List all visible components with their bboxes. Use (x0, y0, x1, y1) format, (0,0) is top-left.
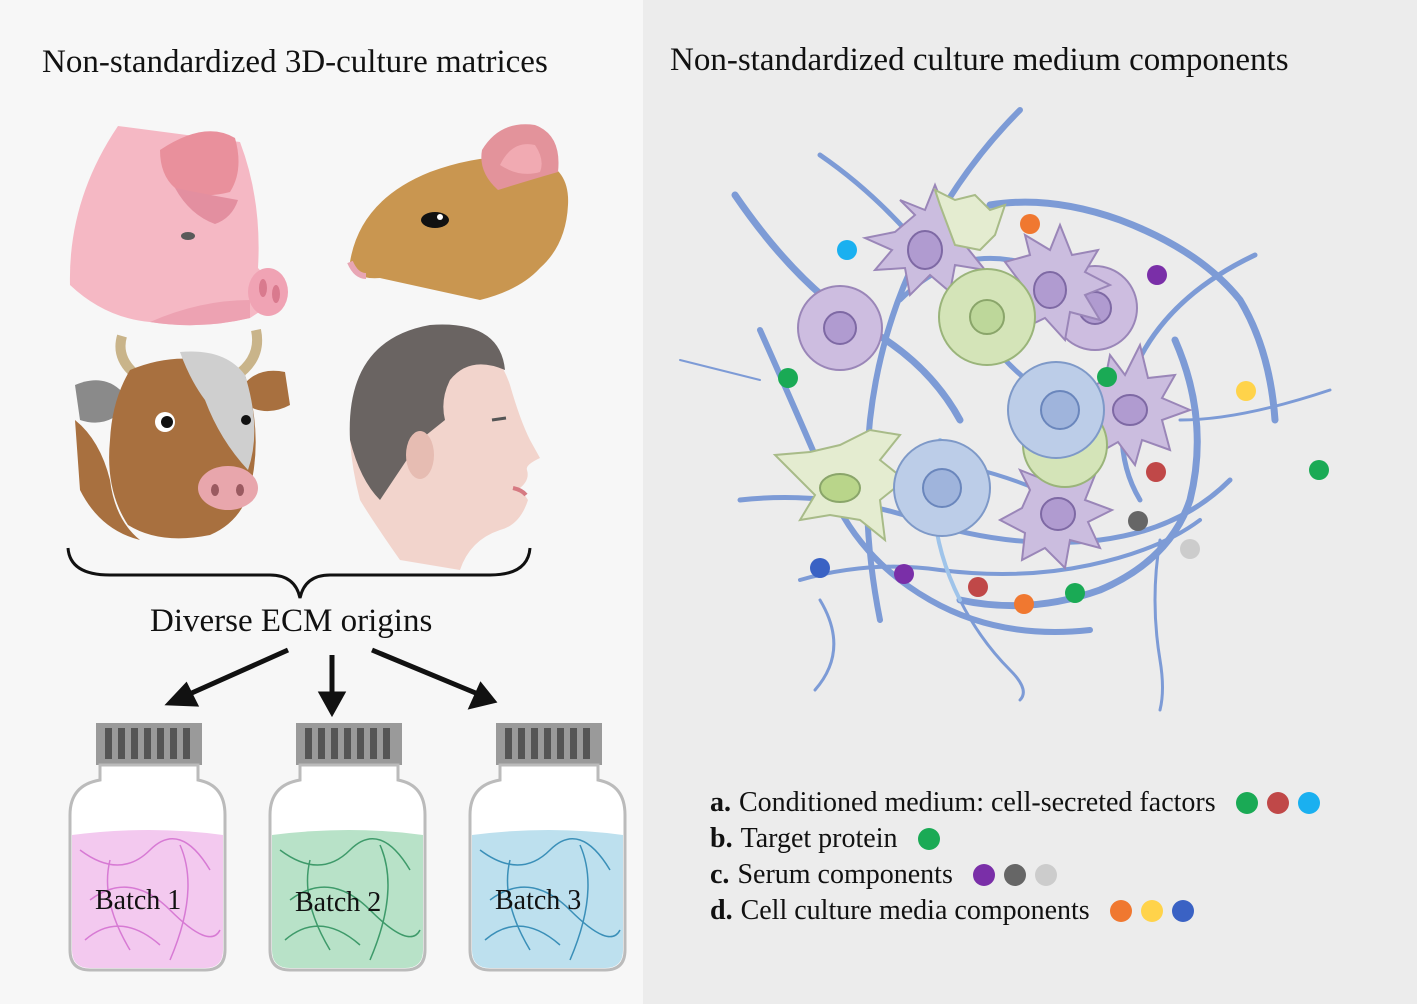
legend-row-b: b. Target protein (710, 821, 1320, 857)
right-title: Non-standardized culture medium componen… (670, 42, 1289, 78)
bottle-batch-1 (68, 723, 227, 972)
ecm-origins-label: Diverse ECM origins (150, 603, 433, 639)
legend-dot (1140, 900, 1163, 922)
pig-head-icon (69, 126, 288, 326)
legend-dot (1109, 900, 1132, 922)
legend-letter: a. (710, 787, 731, 818)
batch-1-label: Batch 1 (95, 885, 182, 916)
cow-head-icon (75, 328, 290, 540)
cells (772, 182, 1193, 571)
medium-component-dots (778, 214, 1329, 614)
legend-text: Target protein (740, 823, 898, 854)
legend-dot (917, 828, 940, 850)
bottle-batch-3 (468, 723, 627, 972)
legend-letter: d. (710, 895, 733, 926)
legend-dot (1297, 792, 1320, 814)
legend-dots (972, 864, 1057, 886)
legend-dot (1235, 792, 1258, 814)
left-title: Non-standardized 3D-culture matrices (42, 44, 548, 80)
legend: a. Conditioned medium: cell-secreted fac… (710, 785, 1320, 929)
bottle-batch-2 (268, 723, 427, 972)
fiber-network (679, 107, 1332, 712)
brace (66, 547, 532, 599)
batch-2-label: Batch 2 (295, 887, 382, 918)
legend-text: Conditioned medium: cell-secreted factor… (739, 787, 1216, 818)
rat-head-icon (347, 124, 569, 300)
legend-dot (972, 864, 995, 886)
legend-letter: c. (710, 859, 730, 890)
arrows (164, 647, 498, 718)
legend-dot (1034, 864, 1057, 886)
legend-dot (1266, 792, 1289, 814)
legend-row-a: a. Conditioned medium: cell-secreted fac… (710, 785, 1320, 821)
legend-dots (1109, 900, 1194, 922)
legend-dot (1003, 864, 1026, 886)
legend-row-c: c. Serum components (710, 857, 1320, 893)
ecm-origins-illustration (66, 124, 627, 972)
human-head-icon (349, 324, 540, 570)
legend-dot (1171, 900, 1194, 922)
batch-3-label: Batch 3 (495, 885, 582, 916)
legend-dots (1235, 792, 1320, 814)
legend-dots (917, 828, 940, 850)
legend-text: Serum components (737, 859, 953, 890)
legend-letter: b. (710, 823, 733, 854)
legend-row-d: d. Cell culture media components (710, 893, 1320, 929)
legend-text: Cell culture media components (740, 895, 1090, 926)
